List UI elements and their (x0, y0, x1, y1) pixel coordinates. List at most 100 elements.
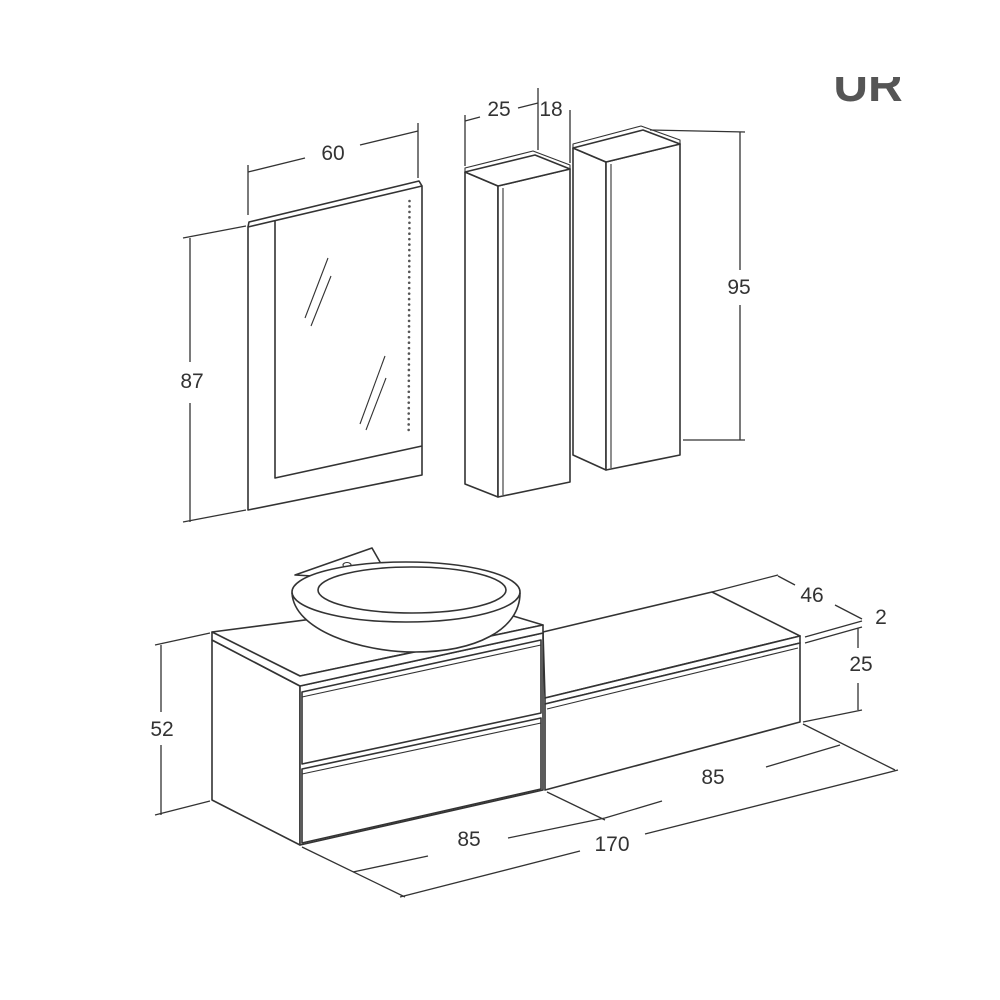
led-dot (407, 390, 411, 394)
led-dot (407, 259, 411, 263)
led-dot (408, 254, 411, 257)
led-dot (407, 276, 411, 279)
extension-line (154, 632, 211, 646)
left-unit-width-label: 85 (457, 828, 480, 851)
led-dot (407, 395, 411, 399)
column-top-cap (572, 125, 681, 148)
base-depth-label: 46 (800, 584, 823, 607)
extension-line (182, 225, 247, 239)
base-height-label: 52 (150, 718, 173, 741)
tall-column-left (464, 150, 571, 498)
brand-fragment: UR (833, 59, 902, 112)
mirror-width-label: 60 (321, 142, 344, 165)
mirror-reflection-line (359, 355, 386, 425)
dimension-line (604, 800, 663, 819)
led-dot (407, 335, 411, 339)
led-dot (408, 243, 411, 246)
drawer-height-label: 25 (849, 653, 872, 676)
mirror-glass-edge (274, 221, 423, 479)
wall-mirror (247, 180, 423, 511)
column-front-door (605, 143, 681, 471)
drawer-groove (301, 644, 542, 698)
led-dot (408, 237, 411, 241)
washbasin (291, 547, 521, 653)
dimension-line (777, 575, 796, 586)
mirror-top-edge (247, 180, 423, 228)
extension-line (804, 620, 863, 638)
extension-line (804, 626, 863, 644)
led-dot (407, 325, 411, 328)
extension-line (802, 723, 896, 771)
dimension-line (399, 850, 581, 898)
led-dot (407, 292, 411, 295)
left-cabinet-top-edge (211, 624, 544, 687)
led-dot (407, 341, 411, 345)
led-dot (407, 379, 411, 383)
led-strip (407, 199, 411, 432)
led-dot (408, 226, 411, 230)
column-front-door (497, 168, 571, 498)
led-dot (407, 406, 411, 410)
led-dot (407, 281, 411, 285)
led-dot (408, 205, 411, 208)
mirror-reflection-line (310, 275, 332, 327)
column-height-label: 95 (727, 276, 750, 299)
led-dot (407, 286, 411, 290)
right-unit-width-label: 85 (701, 766, 724, 789)
led-dot (407, 270, 411, 274)
dimension-line (464, 116, 481, 122)
led-dot (407, 303, 411, 306)
dimension-line (834, 604, 863, 620)
dimension-line (765, 744, 841, 768)
right-base-cabinet (542, 591, 801, 791)
dimension-line (517, 102, 539, 109)
extension-line (154, 800, 211, 816)
led-dot (408, 248, 411, 252)
upper-drawer (301, 639, 542, 765)
mirror-reflection-line (304, 257, 329, 319)
column-depth-label: 18 (539, 98, 562, 121)
extension-line (182, 509, 247, 523)
dimension-labels: 60 87 25 18 95 46 2 25 52 85 85 170 (150, 98, 887, 856)
led-dot (408, 199, 411, 203)
led-dot (407, 423, 410, 426)
dimension-line (644, 769, 899, 835)
extension-line (711, 574, 779, 593)
led-dot (407, 428, 410, 432)
led-dot (408, 232, 411, 235)
dimension-line (352, 855, 429, 873)
dimension-line (359, 130, 419, 146)
led-dot (408, 216, 411, 219)
mirror-frame (247, 185, 423, 511)
column-side-panel (464, 171, 499, 498)
led-dot (407, 417, 411, 421)
led-dot (407, 363, 411, 366)
dimension-line (507, 817, 606, 839)
basin-opening (317, 566, 507, 614)
led-dot (407, 346, 411, 350)
tall-column-right (572, 125, 681, 471)
led-dot (407, 314, 411, 317)
total-width-label: 170 (594, 833, 629, 856)
column-width-label: 25 (487, 98, 510, 121)
led-dot (407, 385, 411, 388)
right-cabinet-front (544, 642, 801, 791)
extension-line (546, 791, 606, 821)
dimension-line (247, 157, 306, 173)
mirror-reflection-line (365, 377, 387, 431)
dimension-lines (154, 88, 899, 898)
led-dot (408, 210, 411, 214)
led-dot (407, 374, 411, 377)
top-thickness-label: 2 (875, 606, 887, 629)
led-dot (407, 319, 411, 323)
drawer-groove (301, 722, 542, 775)
led-dot (407, 401, 411, 404)
mirror-height-label: 87 (180, 370, 203, 393)
led-dot (407, 330, 411, 334)
led-dot (408, 221, 411, 225)
extension-line (802, 709, 863, 723)
extension-line (649, 129, 746, 133)
led-dot (407, 357, 411, 361)
led-dot (407, 368, 411, 372)
